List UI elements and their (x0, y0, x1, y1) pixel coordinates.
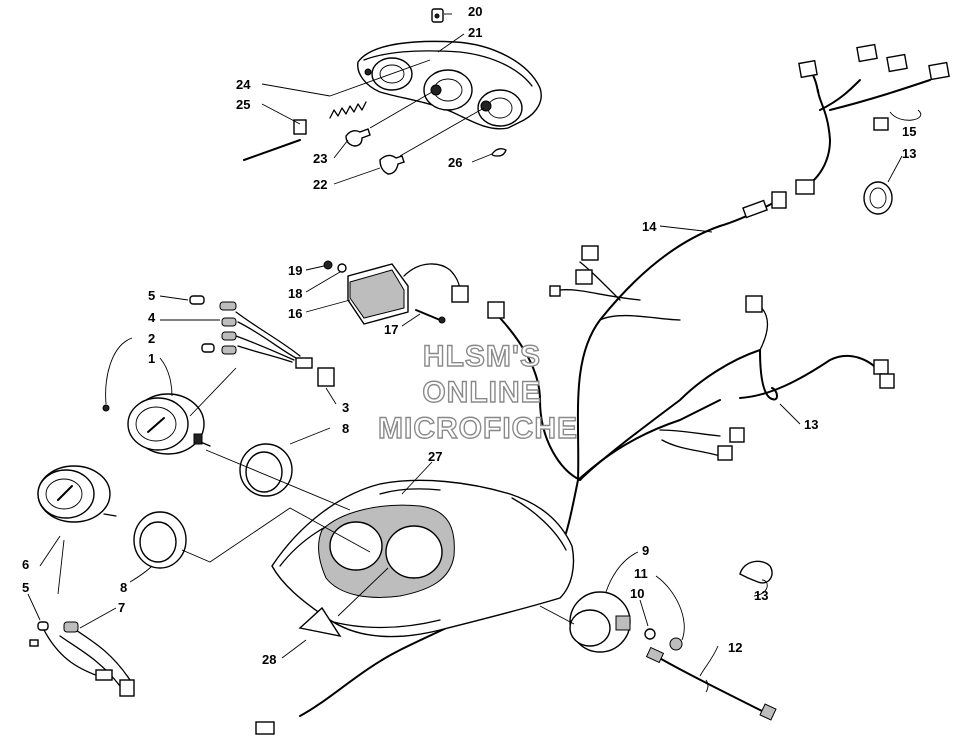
callout-21: 21 (468, 25, 482, 40)
watermark-line-3: MICROFICHE (378, 412, 578, 445)
callout-1: 1 (148, 351, 155, 366)
part-24-spring (329, 101, 367, 119)
callout-15: 15 (902, 124, 916, 139)
callout-13-mid: 13 (804, 417, 818, 432)
part-12-cable (645, 646, 777, 721)
callout-12: 12 (728, 640, 742, 655)
gauge-wiring-lower (29, 621, 135, 697)
callout-23: 23 (313, 151, 327, 166)
callout-6: 6 (22, 557, 29, 572)
leaders-right (659, 109, 922, 597)
callout-5-upper: 5 (148, 288, 155, 303)
leaders-gauge-1 (105, 295, 337, 417)
part-1-gauge (127, 393, 211, 455)
part-13-clamp-bottom (739, 560, 773, 584)
gauge-wiring-upper (189, 295, 335, 387)
callout-numbers: 20 21 24 25 23 22 26 15 13 14 19 18 16 1… (22, 4, 916, 667)
headlight-assembly (357, 40, 542, 130)
part-25-screw (243, 139, 301, 161)
callout-11: 11 (634, 566, 648, 581)
callout-25: 25 (236, 97, 250, 112)
part-19-bolt (323, 260, 333, 270)
callout-20: 20 (468, 4, 482, 19)
callout-4: 4 (148, 310, 156, 325)
leaders-regulator (305, 265, 421, 327)
part-9-speedo-drive (539, 591, 631, 653)
callout-16: 16 (288, 306, 302, 321)
part-22-socket (379, 154, 405, 175)
leaders-speedo (605, 551, 719, 677)
callout-9: 9 (642, 543, 649, 558)
part-23-socket (345, 128, 371, 147)
watermark-line-1: HLSM'S (423, 340, 541, 373)
leaders-gauge-6 (27, 535, 153, 629)
callout-7: 7 (118, 600, 125, 615)
callout-24: 24 (236, 77, 251, 92)
part-28-label (298, 606, 342, 638)
part-18-washer (337, 263, 347, 273)
callout-19: 19 (288, 263, 302, 278)
callout-10: 10 (630, 586, 644, 601)
callout-8-upper: 8 (342, 421, 349, 436)
part-17-bolt (415, 309, 441, 321)
callout-26: 26 (448, 155, 462, 170)
callout-3: 3 (342, 400, 349, 415)
part-13-clamp-top (863, 181, 893, 215)
leaders-panel (181, 449, 433, 659)
callout-14: 14 (642, 219, 657, 234)
callout-8-lower: 8 (120, 580, 127, 595)
callout-2: 2 (148, 331, 155, 346)
part-27-dash-panel (271, 479, 575, 638)
callout-22: 22 (313, 177, 327, 192)
part-13-clamp-mid (759, 349, 778, 401)
harness-connectors (255, 43, 950, 735)
part-10-washer (644, 628, 656, 640)
watermark-line-2: ONLINE (422, 376, 541, 409)
part-16-regulator (347, 263, 469, 325)
leaders-top (261, 13, 493, 185)
callout-5-lower: 5 (22, 580, 29, 595)
callout-28: 28 (262, 652, 276, 667)
callout-13-bottom: 13 (754, 588, 768, 603)
callout-17: 17 (384, 322, 398, 337)
watermark: HLSM'S ONLINE MICROFICHE (377, 339, 578, 445)
callout-13-top: 13 (902, 146, 916, 161)
callout-18: 18 (288, 286, 302, 301)
part-11-nut (669, 637, 683, 651)
callout-27: 27 (428, 449, 442, 464)
part-2-bolt (102, 404, 110, 412)
part-8-bezel-upper (239, 427, 331, 497)
part-8-bezel-lower (133, 511, 187, 569)
part-6-gauge (37, 465, 117, 523)
part-26-clip (491, 148, 507, 157)
